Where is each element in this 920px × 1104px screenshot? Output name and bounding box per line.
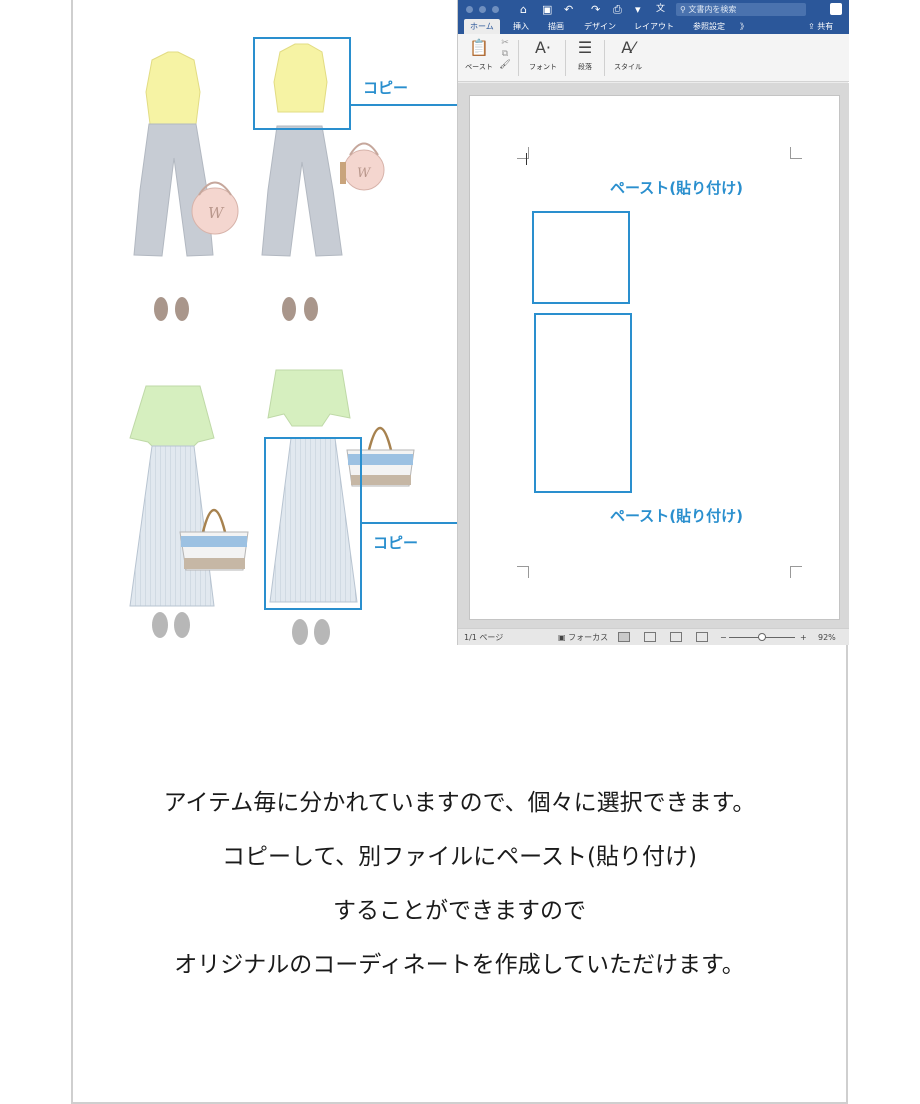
account-icon[interactable] — [830, 3, 842, 15]
title-bar: ⌂ ▣ ↶ ↷ ⎙ ▾ 文 ⚲ 文書内を検索 — [458, 0, 849, 19]
zoom-level: 92% — [818, 633, 836, 642]
tab-more[interactable]: 》 — [740, 22, 748, 31]
caption-line-3: することができますので — [333, 898, 586, 924]
home-icon[interactable]: ⌂ — [520, 3, 527, 16]
tab-references[interactable]: 参照設定 — [693, 22, 725, 31]
document-page[interactable] — [469, 95, 840, 620]
paste-highlight-blouse[interactable] — [532, 211, 630, 304]
focus-icon: ▣ — [558, 633, 569, 642]
print-icon[interactable]: ⎙ — [613, 3, 622, 16]
paste-label-bottom: ペースト(貼り付け) — [610, 507, 743, 525]
close-window-dot[interactable] — [466, 6, 473, 13]
paragraph-align-icon: ☰ — [577, 38, 593, 57]
caption-line-1: アイテム毎に分かれていますので、個々に選択できます。 — [163, 790, 756, 816]
font-group[interactable]: A· フォント — [526, 38, 560, 72]
zoom-in-icon[interactable]: + — [800, 633, 807, 642]
share-label: 共有 — [817, 22, 834, 31]
focus-mode-button[interactable]: ▣ フォーカス — [558, 632, 608, 643]
redo-icon[interactable]: ↷ — [591, 3, 601, 16]
copy-highlight-blouse[interactable] — [253, 37, 351, 130]
ribbon-divider — [518, 40, 519, 76]
paragraph-group[interactable]: ☰ 段落 — [570, 38, 600, 72]
zoom-window-dot[interactable] — [492, 6, 499, 13]
paste-group[interactable]: 📋 ペースト — [463, 38, 495, 72]
web-layout-icon[interactable] — [644, 632, 656, 642]
document-canvas — [458, 83, 849, 628]
zoom-slider-knob[interactable] — [758, 633, 766, 641]
copy-label-top: コピー — [363, 79, 409, 97]
cut-icon[interactable]: ✂ — [501, 38, 509, 48]
focus-label: フォーカス — [568, 633, 609, 642]
draft-view-icon[interactable] — [696, 632, 708, 642]
caption-line-2: コピーして、別ファイルにペースト(貼り付け) — [222, 844, 697, 870]
search-field[interactable]: ⚲ 文書内を検索 — [676, 3, 806, 16]
copy-icon[interactable]: ⧉ — [501, 49, 509, 59]
search-placeholder: 文書内を検索 — [688, 5, 737, 14]
paste-label-top: ペースト(貼り付け) — [610, 179, 743, 197]
tab-draw[interactable]: 描画 — [548, 22, 564, 31]
clipboard-tools: ✂ ⧉ 🖌 — [498, 38, 512, 71]
ribbon-divider — [604, 40, 605, 76]
style-icon: A⁄ — [621, 38, 635, 57]
crop-mark-bottom-left — [517, 566, 529, 578]
page-count: 1/1 ページ — [464, 633, 504, 642]
paste-highlight-skirt[interactable] — [534, 313, 632, 493]
share-icon: ⇪ — [808, 22, 818, 31]
ribbon-divider — [565, 40, 566, 76]
customize-toolbar-icon[interactable]: ▾ — [635, 3, 641, 16]
paragraph-label: 段落 — [578, 63, 592, 71]
save-icon[interactable]: ▣ — [542, 3, 553, 16]
clipboard-icon: 📋 — [469, 38, 489, 57]
copy-label-bottom: コピー — [373, 534, 419, 552]
ribbon-home: 📋 ペースト ✂ ⧉ 🖌 A· フォント ☰ 段落 A⁄ スタイル — [458, 34, 849, 82]
style-group[interactable]: A⁄ スタイル — [610, 38, 646, 72]
word-window: ⌂ ▣ ↶ ↷ ⎙ ▾ 文 ⚲ 文書内を検索 ホーム 挿入 描画 デザイン レイ… — [457, 0, 849, 645]
format-painter-icon[interactable]: 🖌 — [499, 60, 511, 70]
tab-design[interactable]: デザイン — [584, 22, 616, 31]
zoom-out-icon[interactable]: − — [720, 633, 727, 642]
font-label: フォント — [529, 63, 557, 71]
minimize-window-dot[interactable] — [479, 6, 486, 13]
style-label: スタイル — [614, 63, 642, 71]
share-button[interactable]: ⇪ 共有 — [808, 19, 833, 34]
quick-text-label: 文 — [656, 4, 666, 14]
tab-insert[interactable]: 挿入 — [513, 22, 529, 31]
tab-layout[interactable]: レイアウト — [634, 22, 674, 31]
paste-label: ペースト — [465, 63, 493, 71]
crop-mark-bottom-right — [790, 566, 802, 578]
crop-mark-top-right — [790, 147, 802, 159]
status-bar: 1/1 ページ ▣ フォーカス − + 92% — [458, 628, 849, 645]
ribbon-tabs: ホーム 挿入 描画 デザイン レイアウト 参照設定 》 ⇪ 共有 — [458, 19, 849, 34]
copy-highlight-skirt[interactable] — [264, 437, 362, 610]
search-icon: ⚲ — [680, 5, 689, 14]
caption: アイテム毎に分かれていますので、個々に選択できます。 コピーして、別ファイルにペ… — [73, 776, 846, 992]
print-layout-icon[interactable] — [618, 632, 630, 642]
outline-view-icon[interactable] — [670, 632, 682, 642]
text-cursor — [526, 153, 527, 165]
undo-icon[interactable]: ↶ — [564, 3, 574, 16]
crop-mark-top-left — [517, 147, 529, 159]
tab-home[interactable]: ホーム — [464, 19, 500, 34]
font-icon: A· — [534, 38, 552, 57]
caption-line-4: オリジナルのコーディネートを作成していただけます。 — [174, 952, 745, 978]
